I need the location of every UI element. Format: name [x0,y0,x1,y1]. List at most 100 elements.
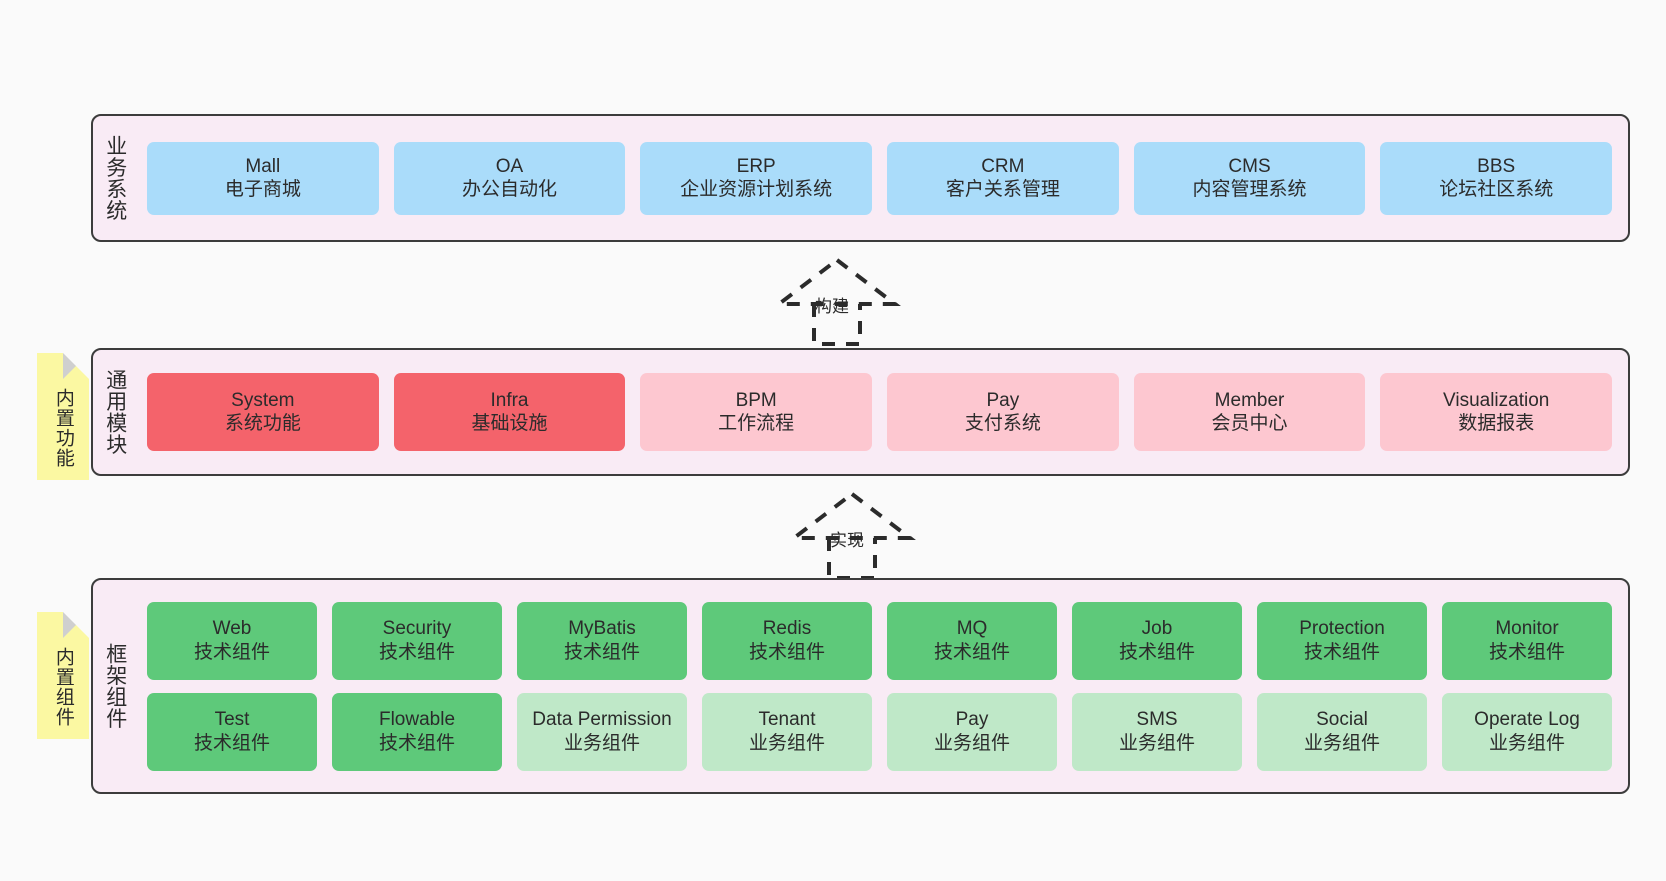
node-bbs[interactable]: BBS 论坛社区系统 [1380,141,1613,215]
layer-title-modules: 通用模块 [103,369,127,455]
node-redis[interactable]: Redis 技术组件 [702,601,872,680]
node-title-en: MyBatis [568,618,636,640]
node-title-en: Visualization [1443,389,1550,411]
node-title-cn: 论坛社区系统 [1439,179,1554,200]
node-title-en: Pay [986,389,1020,411]
node-crm[interactable]: CRM 客户关系管理 [887,141,1119,215]
node-mall[interactable]: Mall 电子商城 [147,141,379,215]
node-title-cn: 技术组件 [1488,641,1565,663]
node-title-cn: 业务组件 [1488,732,1565,754]
layer-framework-components: 框架组件 Web 技术组件 Security 技术组件 MyBatis 技术组件… [91,578,1630,794]
node-title-en: Data Permission [532,709,672,731]
node-mybatis[interactable]: MyBatis 技术组件 [517,601,687,680]
note-builtin-features: 内置功能 [37,353,89,480]
node-job[interactable]: Job 技术组件 [1072,601,1242,680]
layer-title-framework: 框架组件 [103,643,127,729]
node-title-en: CMS [1228,155,1271,177]
node-title-cn: 系统功能 [224,413,301,434]
node-title-en: System [231,389,295,411]
layer-row: Test 技术组件 Flowable 技术组件 Data Permission … [147,692,1612,771]
node-cms[interactable]: CMS 内容管理系统 [1133,141,1366,215]
node-sms[interactable]: SMS 业务组件 [1072,692,1242,771]
layer-title-business: 业务系统 [103,135,127,221]
node-pay[interactable]: Pay 支付系统 [887,373,1119,451]
node-title-en: Social [1316,709,1368,731]
node-title-cn: 支付系统 [964,413,1041,434]
node-title-cn: 技术组件 [933,641,1010,663]
arrow-build-glyph [773,257,901,346]
layer-body-framework: Web 技术组件 Security 技术组件 MyBatis 技术组件 Redi… [137,580,1628,792]
node-title-en: Job [1141,618,1173,640]
node-title-en: Tenant [758,709,816,731]
node-title-en: ERP [736,155,776,177]
node-data-permission[interactable]: Data Permission 业务组件 [517,692,687,771]
arrow-build-label: 构建 [815,297,849,316]
node-title-en: CRM [981,155,1025,177]
layer-business-system: 业务系统 Mall 电子商城 OA 办公自动化 ERP 企业资源计划系统 CRM… [91,114,1630,242]
node-title-en: Test [214,709,250,731]
node-title-en: BPM [735,389,777,411]
node-title-cn: 业务组件 [1303,732,1380,754]
layer-row: Web 技术组件 Security 技术组件 MyBatis 技术组件 Redi… [147,601,1612,680]
note-builtin-components: 内置组件 [37,612,89,739]
node-title-cn: 技术组件 [563,641,640,663]
node-system[interactable]: System 系统功能 [147,373,379,451]
node-title-cn: 技术组件 [378,641,455,663]
node-tenant[interactable]: Tenant 业务组件 [702,692,872,771]
node-title-cn: 业务组件 [563,732,640,754]
node-mq[interactable]: MQ 技术组件 [887,601,1057,680]
node-title-cn: 技术组件 [1118,641,1195,663]
node-pay-business[interactable]: Pay 业务组件 [887,692,1057,771]
arrow-implement-glyph [788,491,916,580]
node-title-cn: 技术组件 [193,641,270,663]
arrow-implement-label: 实现 [830,531,864,550]
arrow-build: 构建 [757,256,917,346]
node-bpm[interactable]: BPM 工作流程 [640,373,873,451]
node-title-en: Pay [955,709,989,731]
node-title-en: Monitor [1495,618,1559,640]
node-title-en: MQ [956,618,988,640]
node-protection[interactable]: Protection 技术组件 [1257,601,1427,680]
node-web[interactable]: Web 技术组件 [147,601,317,680]
node-title-cn: 基础设施 [471,413,548,434]
node-title-en: Infra [490,389,529,411]
node-title-cn: 技术组件 [748,641,825,663]
node-title-en: Protection [1299,618,1385,640]
node-social[interactable]: Social 业务组件 [1257,692,1427,771]
node-title-en: BBS [1477,155,1516,177]
node-title-cn: 技术组件 [1303,641,1380,663]
node-security[interactable]: Security 技术组件 [332,601,502,680]
node-title-cn: 数据报表 [1458,413,1535,434]
node-title-en: Web [212,618,252,640]
node-member[interactable]: Member 会员中心 [1133,373,1366,451]
node-infra[interactable]: Infra 基础设施 [393,373,626,451]
node-title-en: Security [382,618,452,640]
node-test[interactable]: Test 技术组件 [147,692,317,771]
node-title-cn: 工作流程 [718,413,795,434]
node-erp[interactable]: ERP 企业资源计划系统 [640,141,873,215]
node-title-en: Redis [762,618,812,640]
layer-body-business: Mall 电子商城 OA 办公自动化 ERP 企业资源计划系统 CRM 客户关系… [137,116,1628,240]
node-monitor[interactable]: Monitor 技术组件 [1442,601,1612,680]
note-text: 内置组件 [52,646,74,727]
node-title-cn: 企业资源计划系统 [680,179,833,200]
node-title-en: OA [495,155,524,177]
node-operate-log[interactable]: Operate Log 业务组件 [1442,692,1612,771]
layer-common-modules: 通用模块 System 系统功能 Infra 基础设施 BPM 工作流程 Pay… [91,348,1630,476]
note-text: 内置功能 [52,387,74,468]
node-title-cn: 客户关系管理 [945,179,1060,200]
node-title-en: Flowable [378,709,456,731]
node-title-cn: 业务组件 [1118,732,1195,754]
node-title-cn: 内容管理系统 [1192,179,1307,200]
node-title-en: Operate Log [1474,709,1580,731]
node-title-en: Member [1214,389,1285,411]
node-title-cn: 电子商城 [224,179,301,200]
node-title-cn: 会员中心 [1211,413,1288,434]
node-oa[interactable]: OA 办公自动化 [393,141,626,215]
node-title-cn: 业务组件 [748,732,825,754]
node-title-en: SMS [1136,709,1178,731]
node-flowable[interactable]: Flowable 技术组件 [332,692,502,771]
node-visualization[interactable]: Visualization 数据报表 [1380,373,1613,451]
node-title-en: Mall [245,155,281,177]
